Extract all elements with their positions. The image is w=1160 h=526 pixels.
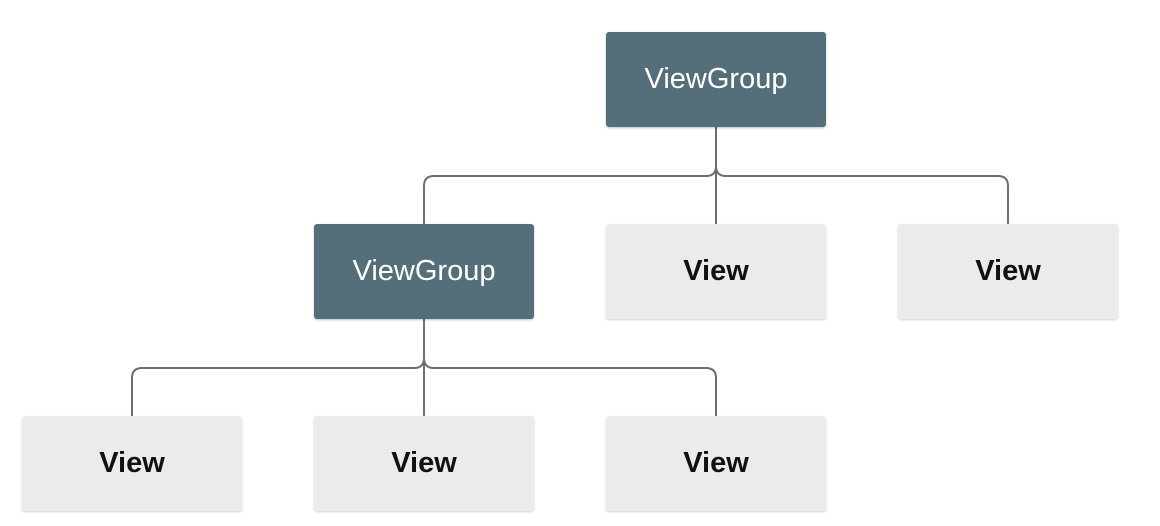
view-node-level2-2: View: [314, 416, 534, 511]
connector-root-to-level1: [423, 127, 1009, 225]
view-node-level2-3: View: [606, 416, 826, 511]
connector-viewgroup-to-level2: [131, 319, 717, 417]
view-node-level1-2: View: [606, 224, 826, 319]
view-node-level2-1: View: [22, 416, 242, 511]
root-viewgroup-node: ViewGroup: [606, 32, 826, 127]
child-viewgroup-node: ViewGroup: [314, 224, 534, 319]
view-node-level1-3: View: [898, 224, 1118, 319]
